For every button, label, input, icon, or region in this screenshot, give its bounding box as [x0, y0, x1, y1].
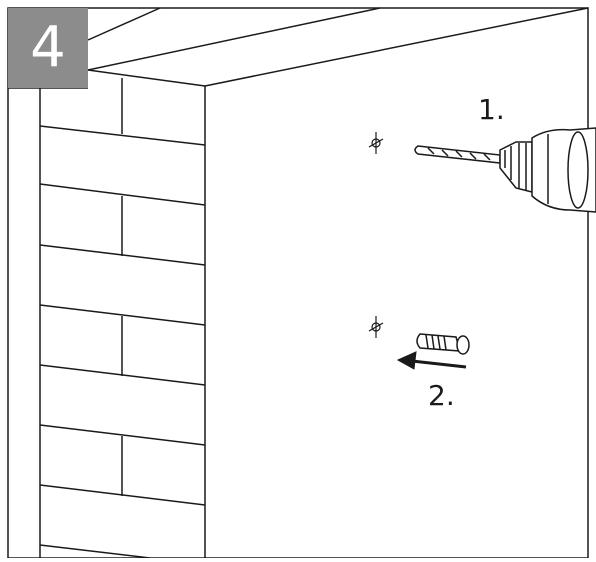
drill-mark-icon — [368, 132, 384, 154]
drill-icon — [414, 127, 596, 213]
drill-mark-icon — [368, 316, 384, 338]
instruction-label-2: 2. — [428, 379, 455, 412]
step-number-badge: 4 — [8, 8, 88, 88]
instruction-label-1: 1. — [478, 93, 505, 126]
frame-border — [7, 7, 589, 559]
brick-face — [8, 78, 206, 559]
wall-top-face — [87, 7, 589, 87]
arrow-left-icon — [396, 351, 467, 370]
wall-plug-icon — [416, 333, 470, 355]
